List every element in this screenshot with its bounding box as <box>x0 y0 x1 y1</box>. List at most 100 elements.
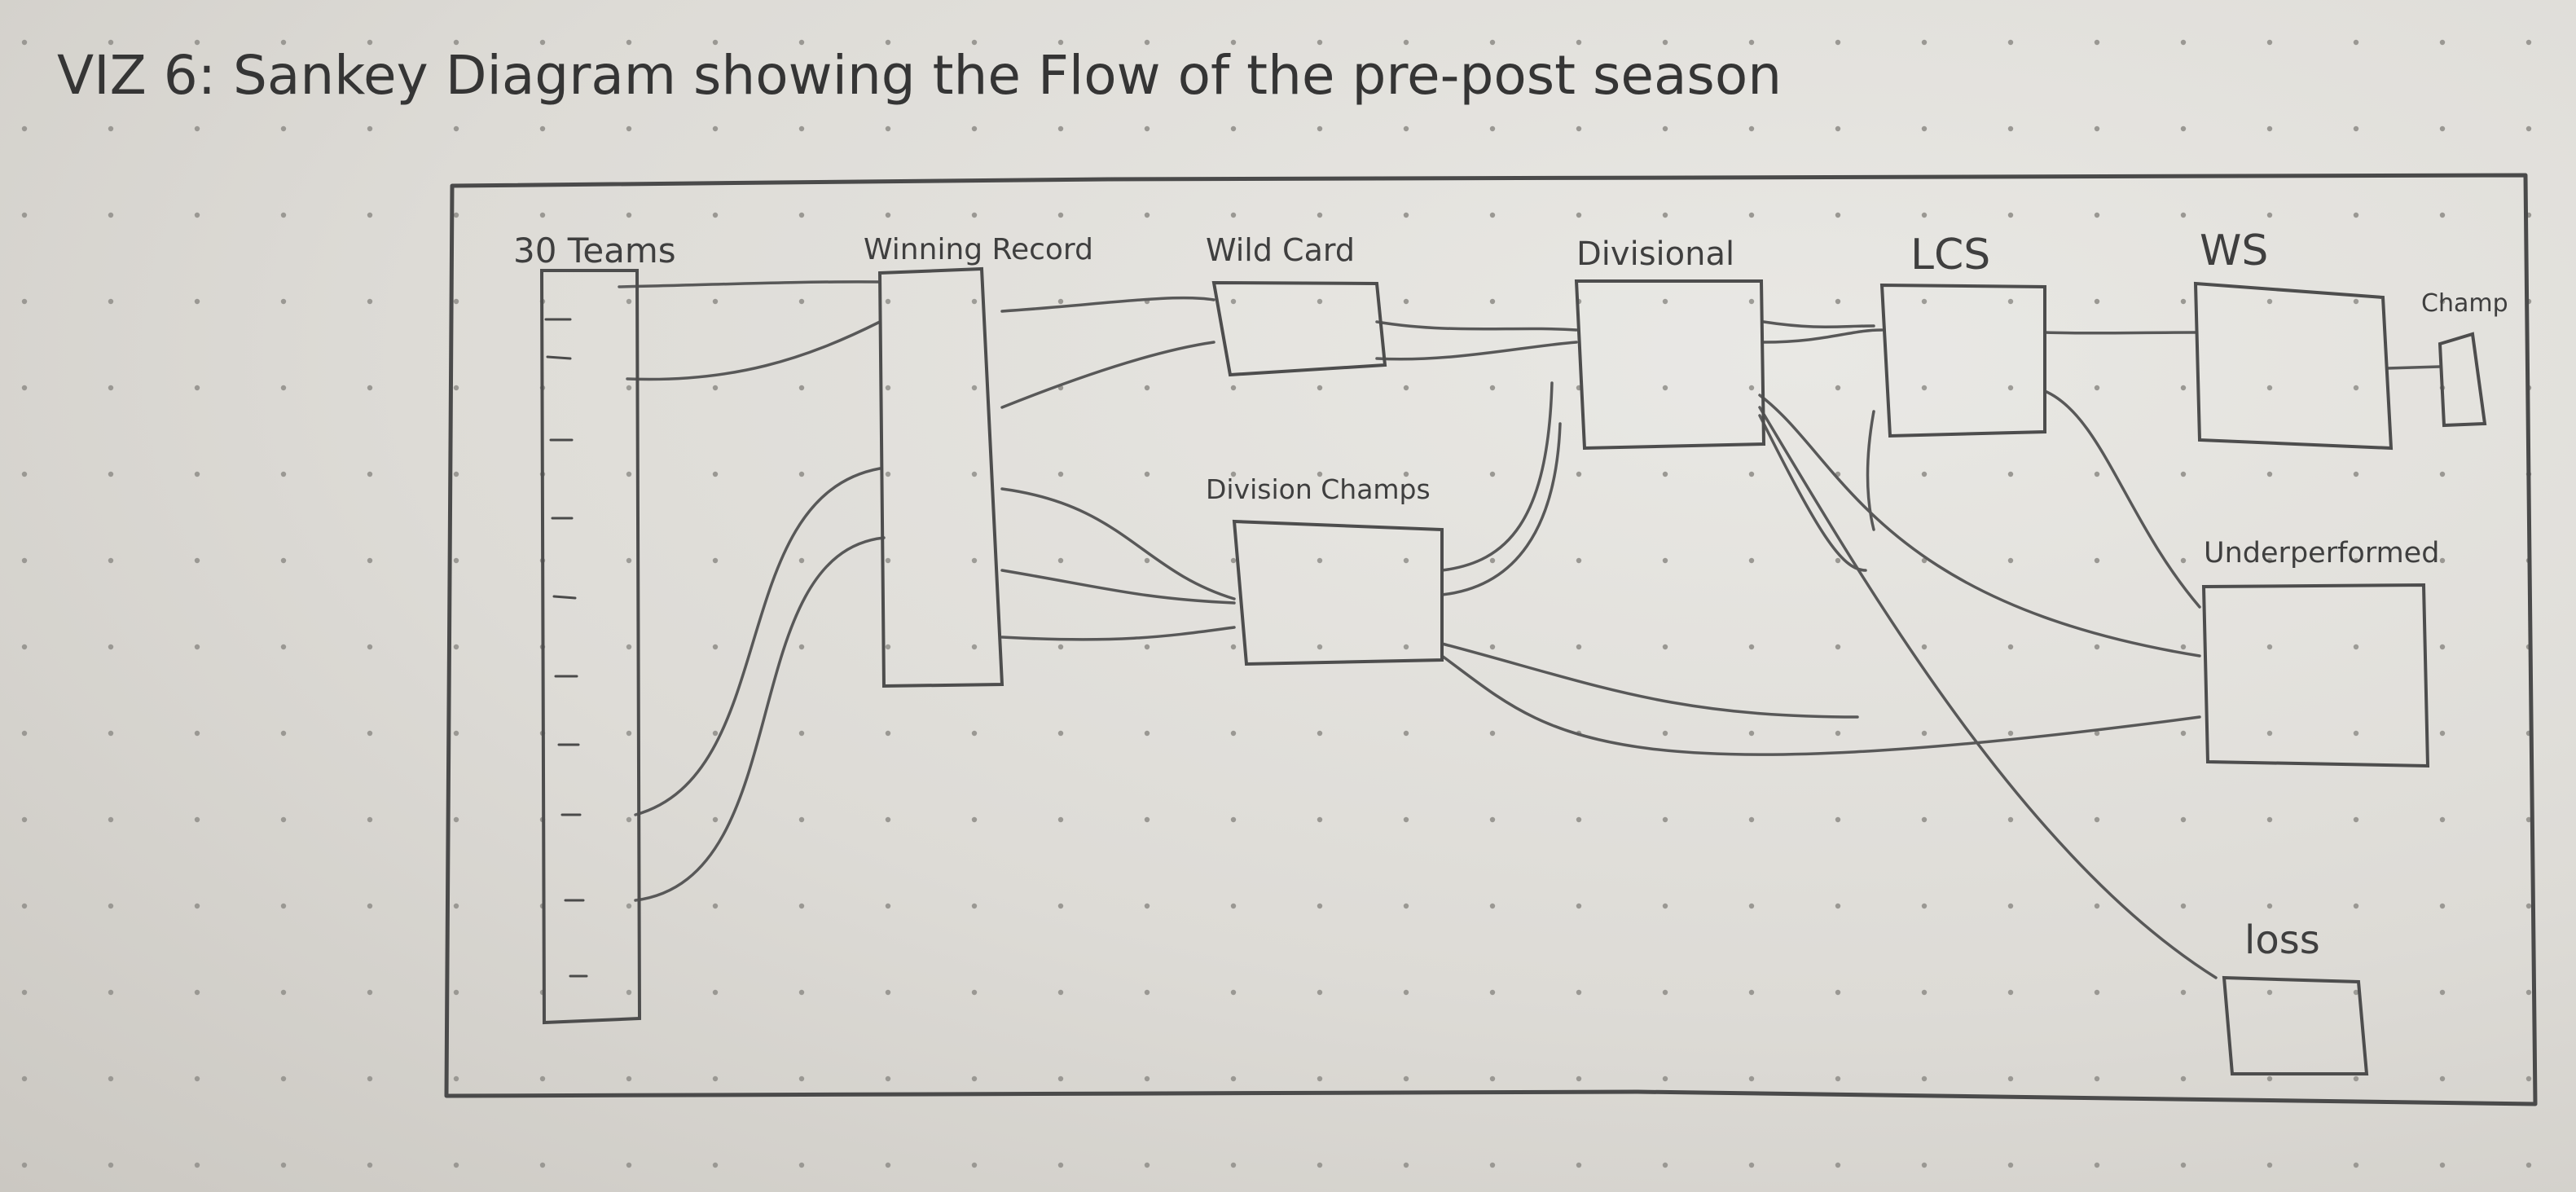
grid-dot <box>2007 471 2014 477</box>
grid-dot <box>1921 1162 1928 1168</box>
grid-dot <box>108 1162 114 1168</box>
grid-dot <box>1403 298 1409 305</box>
grid-dot <box>280 1162 287 1168</box>
grid-dot <box>2439 471 2446 477</box>
grid-dot <box>1921 385 1928 391</box>
grid-dot <box>1144 471 1150 477</box>
grid-dot <box>1489 212 1496 218</box>
grid-dot <box>885 557 891 564</box>
grid-dot <box>1230 816 1237 823</box>
grid-dot <box>1662 125 1668 132</box>
grid-dot <box>2007 39 2014 46</box>
grid-dot <box>1489 903 1496 909</box>
grid-dot <box>1144 385 1150 391</box>
grid-dot <box>1748 39 1755 46</box>
grid-dot <box>2266 903 2273 909</box>
diagram-title: VIZ 6: Sankey Diagram showing the Flow o… <box>57 44 1782 107</box>
grid-dot <box>1144 903 1150 909</box>
grid-dot <box>885 298 891 305</box>
grid-dot <box>1317 1075 1323 1082</box>
grid-dot <box>798 212 805 218</box>
grid-dot <box>1748 903 1755 909</box>
grid-dot <box>367 644 373 650</box>
grid-dot <box>1489 385 1496 391</box>
label-winning-record: Winning Record <box>864 233 1093 266</box>
grid-dot <box>2353 298 2359 305</box>
grid-dot <box>798 125 805 132</box>
grid-dot <box>1576 471 1582 477</box>
grid-dot <box>1057 730 1064 737</box>
grid-dot <box>1144 816 1150 823</box>
grid-dot <box>1144 557 1150 564</box>
grid-dot <box>2007 730 2014 737</box>
grid-dot <box>2180 816 2187 823</box>
grid-dot <box>1748 644 1755 650</box>
grid-dot <box>1662 989 1668 996</box>
grid-dot <box>1057 39 1064 46</box>
grid-dot <box>280 39 287 46</box>
grid-dot <box>194 1075 200 1082</box>
grid-dot <box>1576 816 1582 823</box>
grid-dot <box>2439 730 2446 737</box>
grid-dot <box>1230 1162 1237 1168</box>
grid-dot <box>1403 212 1409 218</box>
grid-dot <box>108 989 114 996</box>
grid-dot <box>971 39 978 46</box>
label-teams: 30 Teams <box>513 231 676 271</box>
grid-dot <box>885 39 891 46</box>
grid-dot <box>885 816 891 823</box>
grid-dot <box>712 212 719 218</box>
label-ws: WS <box>2200 227 2268 275</box>
grid-dot <box>453 125 459 132</box>
grid-dot <box>798 1162 805 1168</box>
grid-dot <box>1230 1075 1237 1082</box>
outer-frame <box>444 173 2538 1106</box>
grid-dot <box>1230 730 1237 737</box>
grid-dot <box>108 730 114 737</box>
grid-dot <box>2094 298 2100 305</box>
grid-dot <box>712 730 719 737</box>
grid-dot <box>2353 644 2359 650</box>
grid-dot <box>2007 125 2014 132</box>
grid-dot <box>798 816 805 823</box>
grid-dot <box>1230 212 1237 218</box>
grid-dot <box>453 644 459 650</box>
node-winning-record <box>877 266 1004 688</box>
grid-dot <box>1317 730 1323 737</box>
grid-dot <box>2180 644 2187 650</box>
grid-dot <box>1835 298 1841 305</box>
grid-dot <box>712 385 719 391</box>
grid-dot <box>1057 644 1064 650</box>
grid-dot <box>712 1162 719 1168</box>
grid-dot <box>1230 644 1237 650</box>
grid-dot <box>1317 385 1323 391</box>
grid-dot <box>1662 644 1668 650</box>
grid-dot <box>539 212 546 218</box>
grid-dot <box>712 903 719 909</box>
grid-dot <box>539 1075 546 1082</box>
grid-dot <box>2007 298 2014 305</box>
grid-dot <box>2094 1075 2100 1082</box>
grid-dot <box>453 212 459 218</box>
grid-dot <box>2180 212 2187 218</box>
grid-dot <box>1921 471 1928 477</box>
grid-dot <box>1921 730 1928 737</box>
grid-dot <box>971 125 978 132</box>
grid-dot <box>367 39 373 46</box>
grid-dot <box>2439 903 2446 909</box>
grid-dot <box>2525 125 2532 132</box>
grid-dot <box>108 816 114 823</box>
grid-dot <box>280 644 287 650</box>
grid-dot <box>2180 1075 2187 1082</box>
grid-dot <box>2266 1075 2273 1082</box>
grid-dot <box>2094 125 2100 132</box>
label-underperformed: Underperformed <box>2204 537 2439 570</box>
grid-dot <box>2525 989 2532 996</box>
grid-dot <box>1748 298 1755 305</box>
grid-dot <box>194 989 200 996</box>
grid-dot <box>2094 644 2100 650</box>
grid-dot <box>2094 989 2100 996</box>
grid-dot <box>798 1075 805 1082</box>
grid-dot <box>367 816 373 823</box>
